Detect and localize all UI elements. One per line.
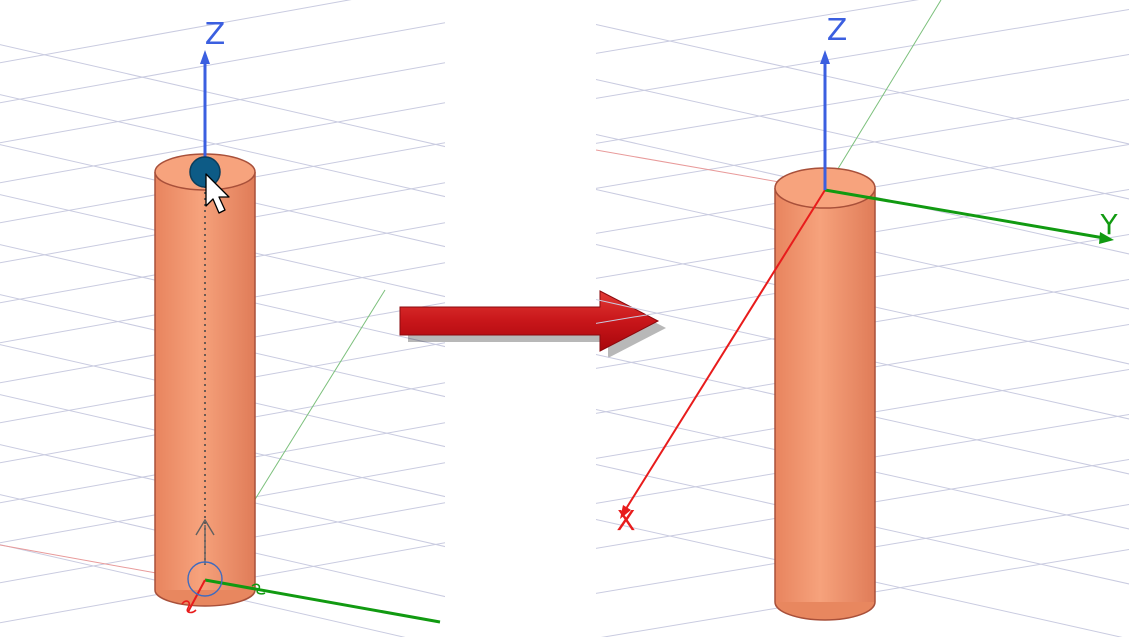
origin-axes-bottom [181,561,441,624]
cylinder [774,167,876,621]
left-view-panel: Z [0,0,445,637]
move-handle-arrow [195,518,215,565]
z-axis-label: Z [205,17,226,52]
transition-arrow-icon [399,290,666,358]
snap-point [189,156,221,188]
mouse-cursor-icon [205,173,230,214]
x-axis-label: X [616,504,635,537]
z-axis-label: Z [827,13,848,48]
x-axis-right: X [616,189,826,537]
y-axis-right: Y [824,188,1118,244]
grid-axis-traces [596,0,942,191]
z-axis-right: Z [820,13,847,190]
y-axis-label: Y [1099,208,1118,241]
z-axis-left: Z [200,17,225,172]
right-view-panel: X Y Z [596,0,1129,637]
